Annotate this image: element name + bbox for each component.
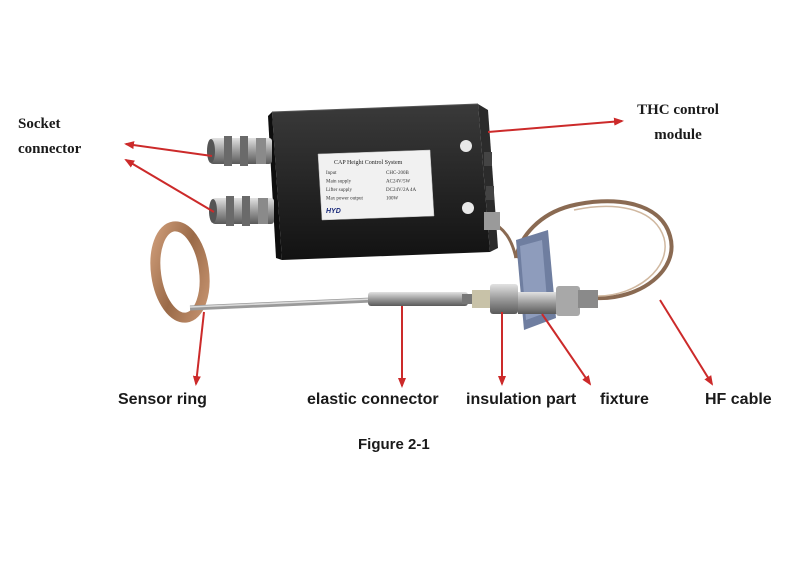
label-socket-connector-line2: connector xyxy=(18,141,82,157)
module-label-title: CAP Height Control System xyxy=(334,160,403,166)
fixture-bracket xyxy=(516,230,598,330)
module-label-key: Lifter supply xyxy=(326,188,352,193)
socket-connector-lower xyxy=(209,196,274,226)
elastic-connector-part xyxy=(368,292,472,306)
module-label-key: Input xyxy=(326,171,337,176)
module-label-value: 100W xyxy=(386,197,399,202)
figure-caption: Figure 2-1 xyxy=(358,436,430,453)
module-label-plate: CAP Height Control System Input CHC-200B M… xyxy=(317,149,435,221)
label-socket-connector-line1: Socket xyxy=(18,116,61,132)
label-thc-line2: module xyxy=(654,127,702,143)
arrow-sensor-ring xyxy=(192,311,205,386)
label-thc-line1: THC control xyxy=(637,102,719,118)
arrow-fixture xyxy=(541,313,592,386)
label-fixture: fixture xyxy=(600,391,649,408)
hf-cable xyxy=(484,199,674,301)
module-label-value: CHC-200B xyxy=(386,171,409,176)
module-brand-logo: HYD xyxy=(326,208,341,215)
insulation-part xyxy=(472,284,518,314)
annotation-arrows xyxy=(124,117,714,388)
module-label-value: DC24V/2A 4A xyxy=(386,188,417,193)
label-elastic-connector: elastic connector xyxy=(307,391,439,408)
arrow-socket-upper xyxy=(124,141,213,157)
socket-connector-upper xyxy=(207,136,272,166)
module-label-value: AC24V/5W xyxy=(386,180,410,185)
arrow-hf-cable xyxy=(659,299,714,386)
sensor-ring xyxy=(150,221,210,323)
label-thc-control-module: THC control module xyxy=(630,98,726,148)
module-label-key: Main supply xyxy=(326,180,352,185)
module-label-rows: Input CHC-200B Main supply AC24V/5W Lifter s… xyxy=(326,171,417,202)
module-label-key: Max power output xyxy=(326,197,364,202)
label-insulation-part: insulation part xyxy=(466,391,577,408)
label-hf-cable: HF cable xyxy=(705,391,772,408)
label-sensor-ring: Sensor ring xyxy=(118,391,207,408)
sensor-rod xyxy=(189,297,373,311)
arrow-socket-lower xyxy=(124,158,215,213)
label-socket-connector: Socket connector xyxy=(18,112,81,162)
arrow-thc-module xyxy=(487,117,624,133)
